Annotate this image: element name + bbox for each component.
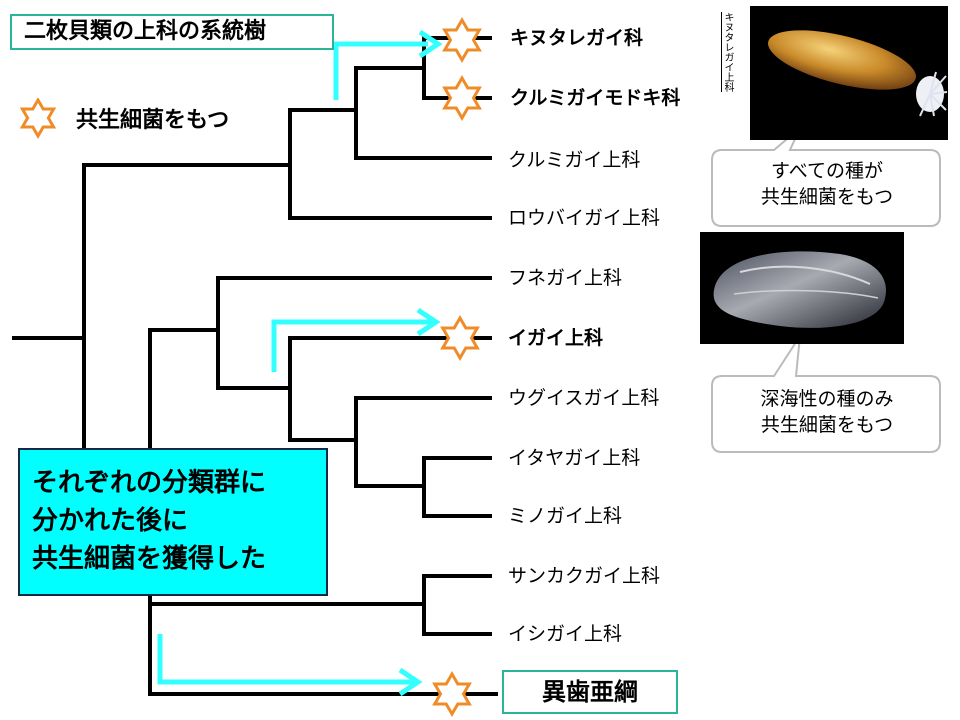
taxon-label: フネガイ上科 [508,267,623,289]
bubble-line: 深海性の種のみ [760,388,894,410]
acquisition-arrow-bottom-head [398,667,423,697]
taxon-label: ミノガイ上科 [508,505,623,527]
symbiont-star-icon [440,315,480,361]
acquisition-arrow-top [333,41,428,100]
subclass-label: 異歯亜綱 [502,670,678,714]
callout-line: 分かれた後に [32,506,189,536]
symbiont-star-icon [432,671,472,717]
taxon-label: クルミガイ上科 [508,149,641,171]
acquisition-arrow-mid [271,319,434,372]
bubble-bottom-text: 深海性の種のみ 共生細菌をもつ [714,386,940,438]
main-callout: それぞれの分類群に 分かれた後に 共生細菌を獲得した [18,448,328,596]
taxon-label: キヌタレガイ科 [510,27,644,49]
symbiont-star-icon [442,17,482,63]
taxon-label: イガイ上科 [508,327,604,349]
symbiont-star-icon [442,75,482,121]
bubble-top-text: すべての種が 共生細菌をもつ [714,158,940,210]
bubble-line: 共生細菌をもつ [760,186,894,208]
taxon-label: サンカクガイ上科 [508,565,661,587]
speech-bubble-top [711,127,941,227]
taxon-label: ウグイスガイ上科 [508,387,660,409]
legend-label: 共生細菌をもつ [76,108,230,133]
callout-line: それぞれの分類群に [32,468,267,498]
acquisition-arrow-mid-head [416,307,441,337]
taxon-label: イタヤガイ上科 [508,447,641,469]
bubble-line: 共生細菌をもつ [760,414,894,436]
photo-vertical-label: キヌタレガイ上科 [722,12,733,92]
taxon-label: ロウバイガイ上科 [508,207,661,229]
taxon-label: イシガイ上科 [508,623,623,645]
speech-bubble-bottom [711,335,941,453]
diagram-title: 二枚貝類の上科の系統樹 [10,14,334,50]
hexagram-star-icon [19,98,57,139]
clam-photo [750,6,948,140]
bubble-line: すべての種が [771,160,883,182]
acquisition-arrow-top-head [418,29,443,59]
callout-line: 共生細菌を獲得した [32,544,267,574]
acquisition-arrow-bottom [157,634,416,685]
mussel-photo [700,232,904,344]
taxon-label: クルミガイモドキ科 [510,87,681,109]
